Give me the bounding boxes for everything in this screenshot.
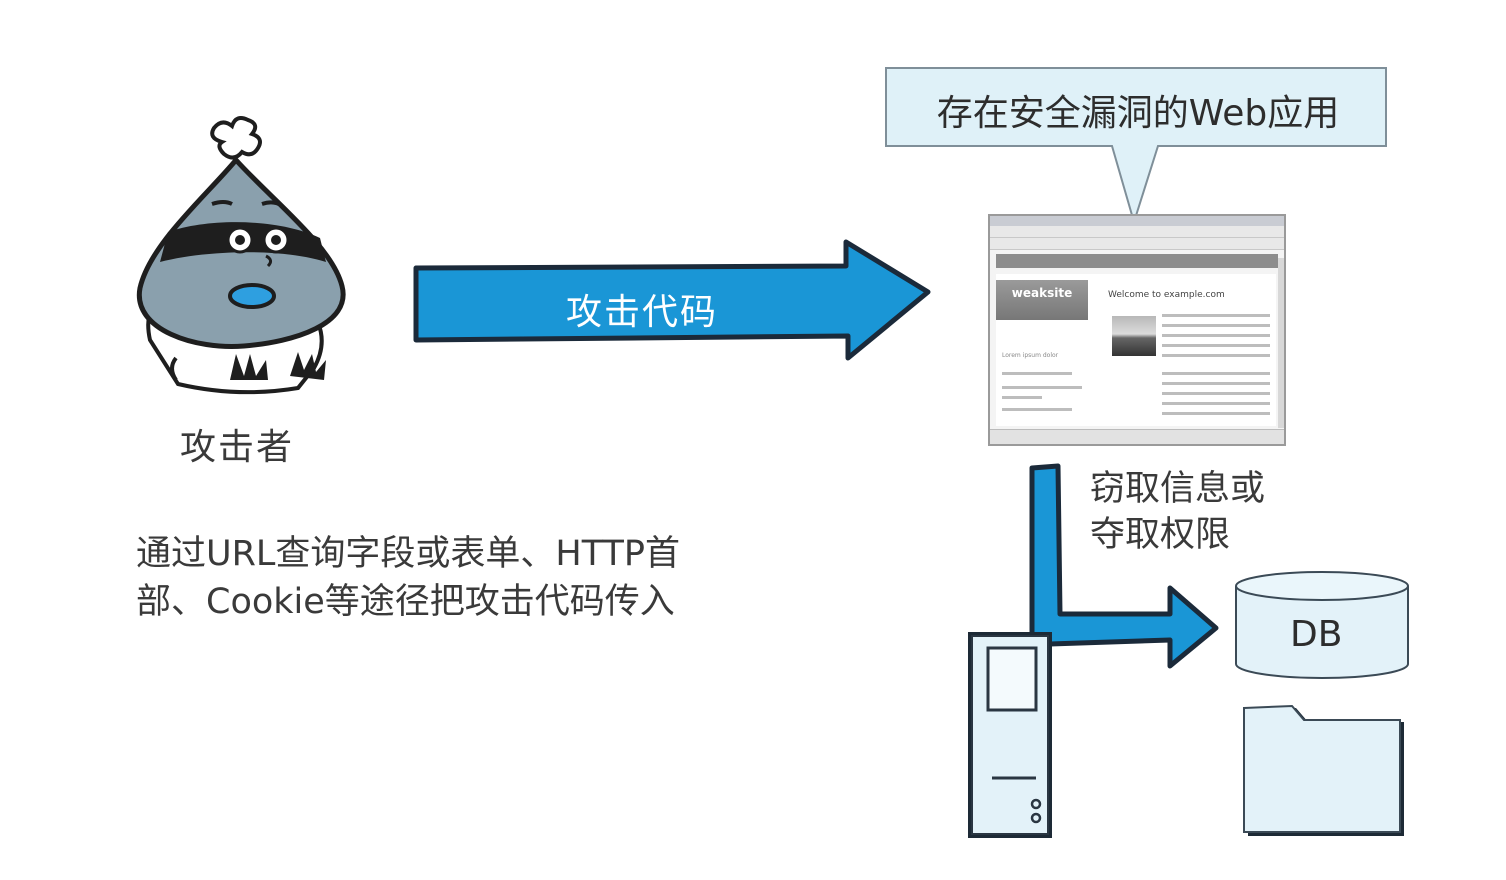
text-line [1002,396,1042,399]
steal-line-2: 夺取权限 [1090,515,1231,555]
description-line-1: 通过URL查询字段或表单、HTTP首 [136,534,681,574]
folder-icon [1243,704,1404,836]
text-line [1162,334,1270,337]
text-line [1162,314,1270,317]
steal-line-1: 窃取信息或 [1090,469,1266,509]
attack-arrow [413,239,931,361]
text-line [1162,392,1270,395]
site-welcome: Welcome to example.com [1108,290,1225,300]
text-line [1002,372,1072,375]
web-app-screenshot: weaksite Welcome to example.com Lorem ip… [988,214,1286,446]
browser-tab-bar [990,238,1284,250]
browser-scrollbar [1278,258,1284,428]
site-logo: weaksite [996,280,1088,320]
attacker-label: 攻击者 [180,427,295,468]
browser-address-bar [990,226,1284,238]
site-nav-bar [996,254,1278,268]
description-line-2: 部、Cookie等途径把攻击代码传入 [136,582,675,622]
text-line [1162,324,1270,327]
site-photo [1112,316,1156,356]
server-icon [968,632,1052,838]
attack-arrow-label: 攻击代码 [566,292,719,333]
browser-statusbar [990,429,1284,444]
attacker-icon [136,116,346,395]
text-line [1002,408,1072,411]
text-line [1162,382,1270,385]
database-icon [1235,571,1409,679]
text-line [1162,344,1270,347]
text-line [1162,354,1270,357]
text-line [1162,372,1270,375]
database-label: DB [1290,614,1343,655]
text-line [1002,386,1082,389]
site-sidebar-title: Lorem ipsum dolor [1002,352,1059,359]
callout-text: 存在安全漏洞的Web应用 [936,93,1340,134]
browser-page: weaksite Welcome to example.com Lorem ip… [996,274,1276,426]
steal-text: 窃取信息或 夺取权限 [1090,466,1265,558]
description-text: 通过URL查询字段或表单、HTTP首 部、Cookie等途径把攻击代码传入 [136,530,680,626]
browser-titlebar [990,216,1284,226]
callout-bubble [885,67,1387,226]
text-line [1162,412,1270,415]
text-line [1162,402,1270,405]
